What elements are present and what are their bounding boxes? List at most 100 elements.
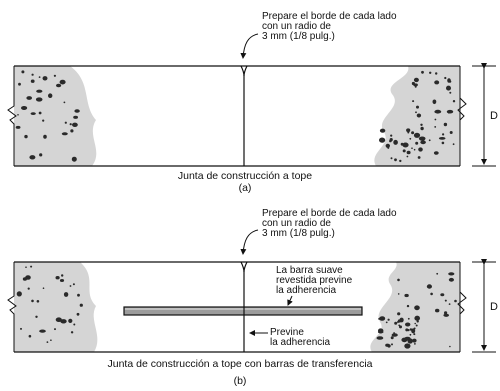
aggregate-dot — [434, 109, 442, 114]
aggregate-dot — [420, 123, 423, 127]
bar-note-line2: revestida previne — [276, 275, 353, 286]
aggregate-dot — [413, 132, 421, 138]
aggregate-dot — [436, 272, 439, 275]
aggregate-dot — [442, 133, 445, 136]
caption-b: Junta de construcción a tope con barras … — [107, 358, 373, 370]
aggregate-dot — [435, 308, 440, 313]
break-line-right-b — [457, 291, 467, 315]
aggregate-dot — [70, 331, 74, 334]
aggregate-dot — [56, 83, 62, 88]
aggregate-dot — [401, 337, 408, 343]
aggregate-dot — [26, 96, 32, 100]
aggregate-dot — [390, 336, 394, 340]
aggregate-dot — [31, 73, 34, 76]
aggregate-dot — [421, 70, 424, 74]
break-line-left-b — [7, 262, 17, 352]
aggregate-dot — [385, 343, 390, 347]
bar-note-arrow — [287, 295, 293, 306]
aggregate-dot — [448, 303, 451, 305]
aggregate-dot — [393, 139, 398, 145]
aggregate-dot — [405, 322, 411, 327]
edge-note-b-line1: Prepare el borde de cada lado — [262, 208, 397, 219]
panel-b — [7, 229, 496, 353]
aggregate-dot — [72, 283, 75, 286]
aggregate-dot — [30, 112, 36, 115]
aggregate-dot — [448, 272, 455, 276]
aggregate-dot — [64, 121, 67, 124]
aggregate-dot — [379, 128, 386, 133]
aggregate-dots-b — [16, 265, 457, 349]
aggregate-dot — [69, 285, 72, 287]
aggregate-dot — [391, 333, 398, 337]
aggregate-dot — [440, 293, 445, 297]
aggregate-dot — [397, 293, 400, 295]
aggregate-dot — [414, 305, 420, 311]
aggregate-dot — [444, 76, 447, 80]
aggregate-dot — [76, 312, 80, 316]
aggregate-dot — [21, 106, 28, 110]
aggregate-dot — [449, 345, 451, 348]
sublabel-b: (b) — [233, 375, 247, 387]
aggregate-dot — [43, 134, 47, 139]
aggregate-dot — [452, 143, 455, 146]
aggregate-dot — [446, 85, 451, 91]
break-line-right-a — [457, 97, 467, 121]
prevent-note-line1: Previne — [270, 327, 304, 338]
aggregate-dot — [73, 323, 76, 326]
aggregate-dot — [406, 155, 409, 158]
aggregate-dot — [444, 311, 448, 315]
dim-label-b: D — [490, 301, 498, 313]
aggregate-dot — [413, 83, 418, 87]
aggregate-dot — [406, 304, 410, 308]
aggregate-dot — [397, 278, 400, 282]
aggregate-dot — [413, 148, 416, 151]
prevent-note-line2: la adherencia — [270, 337, 331, 348]
aggregate-dot — [434, 126, 437, 128]
aggregate-dot — [394, 158, 397, 162]
aggregate-dot — [31, 299, 34, 303]
aggregate-dot — [434, 118, 437, 121]
aggregate-dot — [73, 115, 78, 119]
aggregate-dot — [441, 141, 445, 145]
edge-note-arrow-a — [240, 33, 259, 59]
aggregate-dot — [60, 319, 67, 324]
aggregate-dot — [416, 320, 419, 323]
aggregate-dot — [29, 155, 36, 160]
aggregate-dot — [61, 132, 68, 136]
aggregate-dot — [59, 279, 65, 282]
aggregate-dot — [36, 89, 43, 93]
aggregate-dot — [449, 91, 452, 94]
aggregate-dot — [433, 151, 439, 155]
aggregate-dot — [38, 76, 41, 78]
edge-note-b-line2: con un radio de — [262, 218, 331, 229]
aggregate-dot — [454, 299, 457, 303]
aggregate-dot — [443, 122, 448, 127]
aggregate-dot — [412, 100, 415, 103]
aggregate-dot — [390, 134, 393, 137]
aggregate-dot — [452, 100, 456, 103]
edge-note-b-line3: 3 mm (1/8 pulg.) — [262, 228, 335, 239]
aggregate-dot — [444, 299, 447, 302]
aggregate-dot — [397, 312, 401, 316]
aggregate-dot — [42, 119, 45, 122]
aggregate-dot — [406, 344, 409, 347]
sublabel-a: (a) — [238, 182, 252, 194]
aggregate-dot — [414, 343, 416, 345]
aggregate-dot — [77, 293, 80, 297]
aggregate-dot — [409, 137, 412, 140]
aggregate-dot — [407, 338, 413, 344]
aggregate-dot — [402, 142, 409, 148]
aggregate-dot — [38, 111, 42, 115]
aggregate-dot — [407, 317, 410, 320]
aggregate-dot — [63, 292, 69, 297]
aggregate-dot — [24, 134, 28, 139]
aggregate-dot — [409, 328, 413, 331]
aggregate-dot — [398, 324, 401, 327]
aggregate-dot — [70, 129, 74, 133]
aggregate-dot — [42, 76, 48, 81]
aggregate-dot — [415, 324, 418, 327]
aggregate-dot — [428, 139, 431, 142]
aggregate-dot — [413, 77, 419, 83]
aggregate-dot — [411, 147, 413, 149]
aggregate-dot — [443, 313, 450, 317]
